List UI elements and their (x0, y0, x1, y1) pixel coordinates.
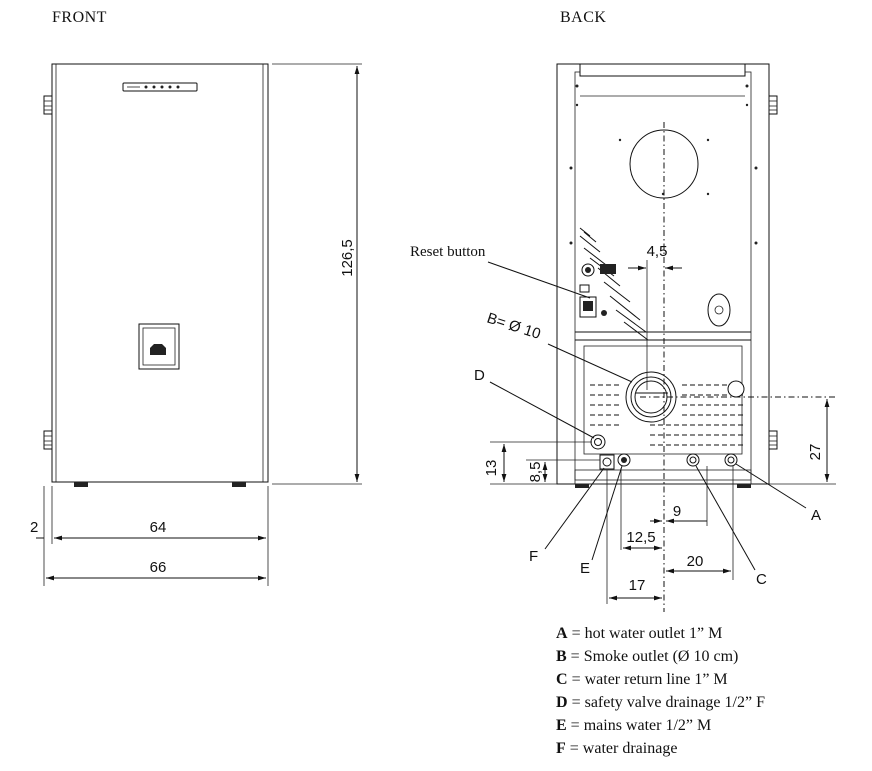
inspection-hatch (707, 293, 731, 327)
legend-text: = water return line 1” M (567, 671, 728, 688)
legend-key: E (556, 717, 567, 734)
e-leader (591, 465, 623, 561)
hinge-top (43, 95, 53, 115)
dim-c-to-centre: 9 (673, 503, 681, 520)
callout-c: C (756, 571, 767, 588)
reset-button-label: Reset button (410, 244, 486, 260)
dim-e-offset: 12,5 (626, 529, 655, 546)
legend-row-b: B = Smoke outlet (Ø 10 cm) (556, 645, 872, 668)
back-view-title: BACK (560, 9, 606, 26)
legend-text: = hot water outlet 1” M (567, 625, 723, 642)
legend-text: = water drainage (565, 740, 678, 757)
vent-slots-diagonal (579, 227, 649, 341)
legend-text: = Smoke outlet (Ø 10 cm) (566, 648, 739, 665)
d-leader (489, 381, 595, 439)
legend-key: A (556, 625, 568, 642)
air-intake-opening (629, 129, 699, 199)
dim-d-height: 13 (483, 460, 500, 477)
callout-b: B= Ø 10 (485, 310, 543, 343)
reset-leader (487, 261, 591, 299)
callout-e: E (580, 560, 590, 577)
connection-f (599, 454, 615, 470)
f-leader (544, 467, 605, 550)
legend-key: D (556, 694, 568, 711)
legend-key: F (556, 740, 566, 757)
control-panel (122, 82, 198, 92)
front-view: 126,5 64 66 2 (30, 63, 362, 586)
legend-row-c: C = water return line 1” M (556, 668, 872, 691)
dim-fe-height: 8,5 (527, 462, 544, 483)
front-cabinet-outline (51, 63, 269, 483)
c-leader (695, 465, 756, 571)
side-dimension: 2 (30, 519, 38, 536)
dim-c-offset: 20 (687, 553, 704, 570)
a-leader (735, 463, 807, 509)
dim-f-offset: 17 (629, 577, 646, 594)
foot-left (74, 482, 88, 487)
legend-text: = safety valve drainage 1/2” F (567, 694, 765, 711)
callout-d: D (474, 367, 485, 384)
connection-c (686, 453, 700, 467)
front-view-title: FRONT (52, 9, 107, 26)
callout-f: F (529, 548, 538, 565)
dim-flue-height: 27 (807, 444, 824, 461)
depth-inner-dimension: 64 (150, 519, 167, 536)
dim-offset-top: 4,5 (647, 243, 668, 260)
legend-key: B (556, 648, 567, 665)
legend-text: = mains water 1/2” M (566, 717, 712, 734)
height-dimension: 126,5 (339, 239, 356, 277)
legend-row-a: A = hot water outlet 1” M (556, 622, 872, 645)
b-leader (547, 343, 633, 383)
hinge-bottom (43, 430, 53, 450)
connection-legend: A = hot water outlet 1” M B = Smoke outl… (556, 622, 872, 760)
handle-icon (150, 344, 166, 355)
back-view: 4,5 27 13 8,5 9 12,5 20 17 Reset button … (410, 63, 836, 612)
legend-row-f: F = water drainage (556, 737, 872, 760)
legend-row-d: D = safety valve drainage 1/2” F (556, 691, 872, 714)
legend-row-e: E = mains water 1/2” M (556, 714, 872, 737)
callout-a: A (811, 507, 821, 524)
legend-key: C (556, 671, 568, 688)
display (600, 264, 616, 274)
depth-outer-dimension: 66 (150, 559, 167, 576)
foot-right (232, 482, 246, 487)
connection-a (724, 453, 738, 467)
